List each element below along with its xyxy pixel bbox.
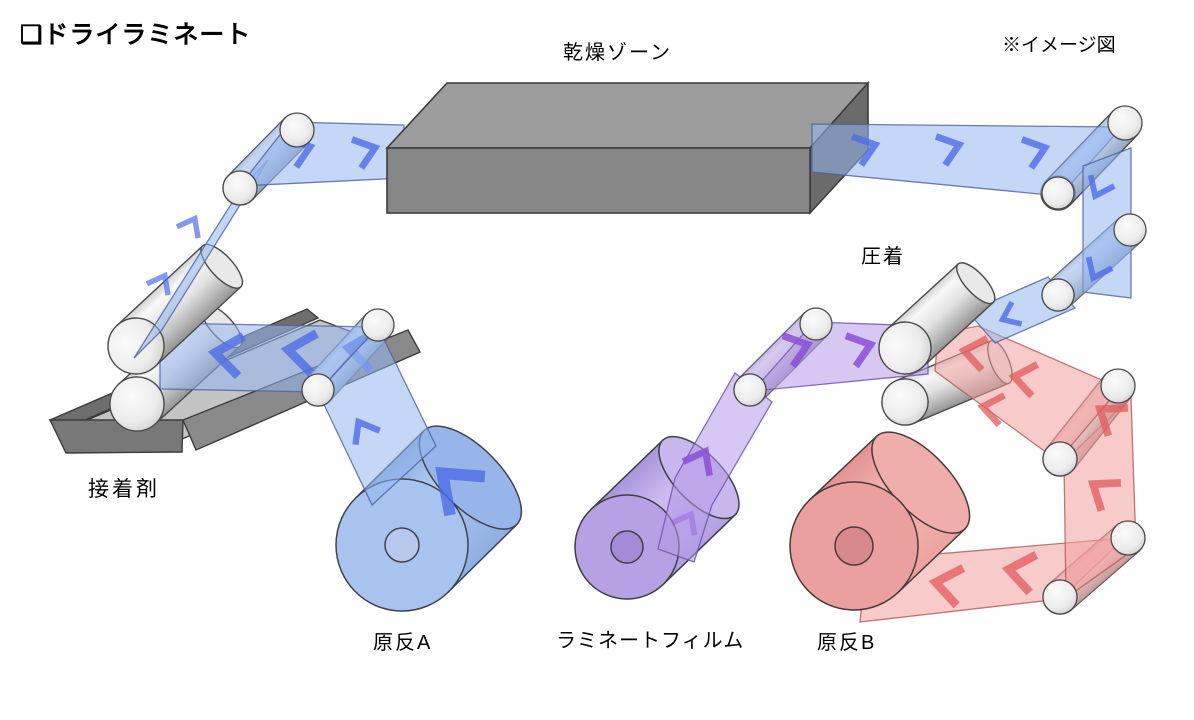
roll-b-core [834,526,874,566]
drying-box-front [386,147,811,214]
roller-caps [109,105,1147,615]
laminate-film-roll [574,435,740,600]
roll-a-core [384,527,420,563]
label-laminate-film: ラミネートフィルム [556,630,745,652]
drying-box [385,80,870,216]
label-roll-a: 原反A [373,632,433,654]
label-drying-zone: 乾燥ゾーン [563,42,672,64]
film-a-top-web-left [238,121,405,187]
press-roller-top [878,262,996,375]
image-note: ※イメージ図 [1002,35,1116,56]
roll-b [789,431,971,611]
label-pressing: 圧着 [861,246,905,268]
tray-front-wall [48,419,184,454]
laminate-roll-core [610,530,644,564]
label-adhesive: 接着剤 [88,478,160,501]
drying-box-top [385,82,870,149]
page-title: ❑ドライラミネート [20,21,252,49]
label-roll-b: 原反B [817,632,877,654]
